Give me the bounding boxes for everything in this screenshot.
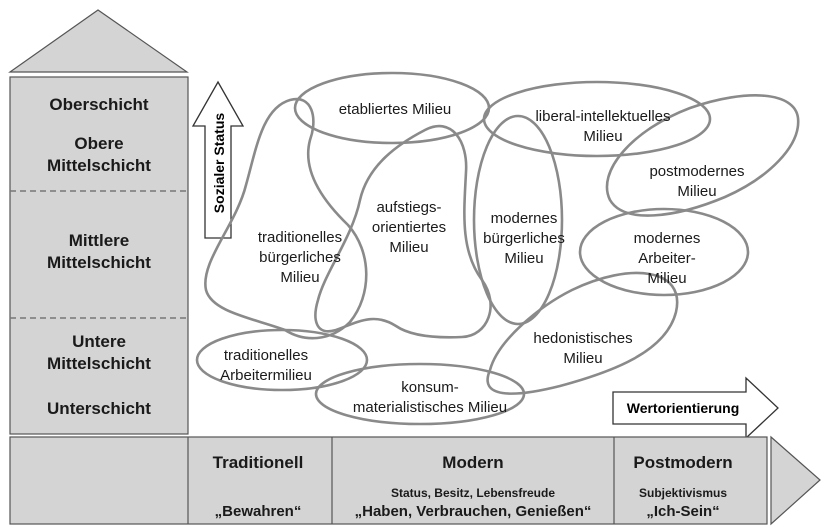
milieu-modern-buergerlich-label-2: bürgerliches — [483, 230, 565, 247]
milieu-aufstieg-label-1: aufstiegs- — [376, 199, 441, 216]
milieu-aufstieg-label-3: Milieu — [389, 239, 428, 256]
milieu-traditionell-buergerlich-shape — [204, 97, 368, 340]
stratum-untere-line1: Untere — [72, 332, 126, 351]
stratum-obere-line2: Mittelschicht — [47, 156, 151, 175]
milieu-aufstieg-shape — [314, 124, 492, 339]
milieu-konsum-shape — [314, 362, 526, 426]
milieu-liberal-shape — [482, 80, 712, 158]
milieu-hedonistisch-label-2: Milieu — [563, 350, 602, 367]
milieu-etabliert-label: etabliertes Milieu — [339, 101, 452, 118]
milieu-modern-arbeiter-label-2: Arbeiter- — [638, 250, 696, 267]
milieu-traditionell-arbeiter-label-1: traditionelles — [224, 347, 308, 364]
bottom-modern-title: Modern — [442, 453, 503, 472]
bottom-postmodern-title: Postmodern — [633, 453, 732, 472]
bottom-traditionell-title: Traditionell — [213, 453, 304, 472]
bottom-modern-quote: „Haben, Verbrauchen, Genießen“ — [355, 503, 592, 520]
milieu-traditionell-buergerlich-label-2: bürgerliches — [259, 249, 341, 266]
stratum-untere-line2: Mittelschicht — [47, 354, 151, 373]
milieu-konsum-label-2: materialistisches Milieu — [353, 399, 507, 416]
milieu-aufstieg-label-2: orientiertes — [372, 219, 446, 236]
value-orientation-arrow — [612, 376, 779, 440]
stratum-unterschicht: Unterschicht — [47, 399, 151, 418]
milieu-traditionell-buergerlich-label-1: traditionelles — [258, 229, 342, 246]
milieu-hedonistisch-label-1: hedonistisches — [533, 330, 632, 347]
milieu-modern-arbeiter-label-1: modernes — [634, 230, 701, 247]
bottom-modern-sub: Status, Besitz, Lebensfreude — [391, 486, 555, 500]
bottom-postmodern-sub: Subjektivismus — [639, 486, 727, 500]
status-roof-triangle — [8, 9, 189, 73]
stratum-obere-line1: Obere — [74, 134, 123, 153]
milieu-postmodern-label-2: Milieu — [677, 183, 716, 200]
milieu-traditionell-arbeiter-shape — [195, 328, 369, 392]
bottom-bar — [9, 436, 768, 525]
milieu-postmodern-label-1: postmodernes — [649, 163, 744, 180]
milieu-modern-buergerlich-shape — [472, 114, 564, 326]
milieu-modern-buergerlich-label-3: Milieu — [504, 250, 543, 267]
stratum-mittlere-line2: Mittelschicht — [47, 253, 151, 272]
strata-column — [9, 76, 189, 435]
milieu-modern-arbeiter-label-3: Milieu — [647, 270, 686, 287]
stratum-mittlere-line1: Mittlere — [69, 231, 129, 250]
bottom-arrow-head — [770, 435, 821, 526]
milieu-modern-arbeiter-shape — [578, 207, 750, 297]
milieu-konsum-label-1: konsum- — [401, 379, 459, 396]
bottom-postmodern-quote: „Ich-Sein“ — [646, 503, 719, 520]
milieu-hedonistisch-shape — [486, 271, 679, 395]
milieu-traditionell-arbeiter-label-2: Arbeitermilieu — [220, 367, 312, 384]
stratum-oberschicht: Oberschicht — [49, 95, 149, 114]
milieu-liberal-label-1: liberal-intellektuelles — [535, 108, 670, 125]
value-orientation-label: Wertorientierung — [627, 400, 740, 416]
bottom-traditionell-quote: „Bewahren“ — [215, 503, 302, 520]
milieu-traditionell-buergerlich-label-3: Milieu — [280, 269, 319, 286]
milieu-liberal-label-2: Milieu — [583, 128, 622, 145]
social-status-label: Sozialer Status — [211, 113, 227, 214]
milieu-modern-buergerlich-label-1: modernes — [491, 210, 558, 227]
